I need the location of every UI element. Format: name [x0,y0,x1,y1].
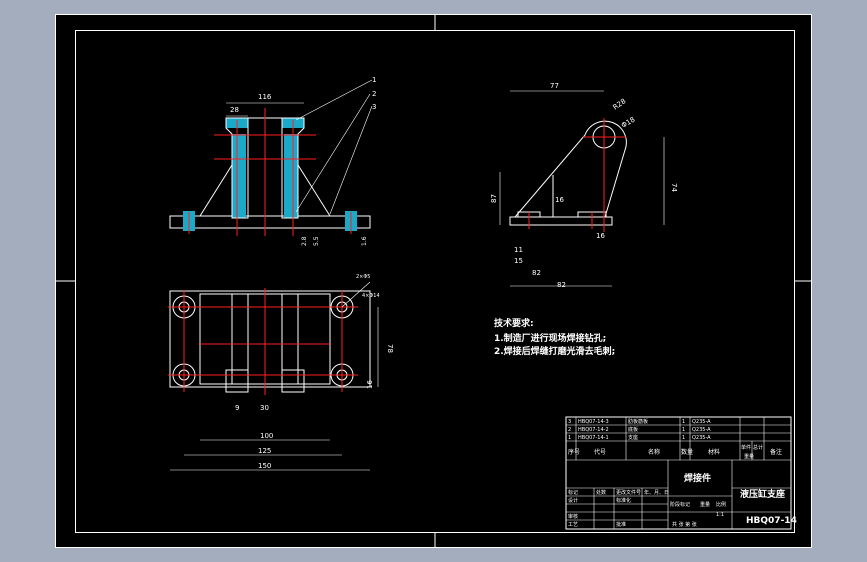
front-dim-gap-a: 2.8 [301,236,308,246]
side-base-plate [509,216,613,226]
header-remark: 备注 [770,448,782,456]
side-dim-top: 77 [550,82,559,90]
part-3-material: Q235-A [692,419,711,425]
part-3-qty: 1 [682,419,685,425]
top-dim-inner: 100 [260,432,273,440]
header-weight: 重量 [744,453,754,460]
part-2-code: HBQ07-14-2 [578,427,609,433]
header-qty: 数量 [681,448,693,456]
top-web-right [281,293,299,385]
row-ratio: 比例 [716,501,726,508]
part-1-name: 支座 [628,434,638,441]
side-dim-dia: Φ18 [620,116,636,130]
part-1-qty: 1 [682,435,685,441]
row-review: 审核 [568,513,578,520]
header-material: 材料 [708,448,720,456]
top-view: 100 125 150 9 30 78 16 4×Φ14 2×Φ5 [168,274,394,471]
part-2-material: Q235-A [692,427,711,433]
side-dim-foot-b: 15 [514,257,523,265]
row-mark: 标记 [568,489,578,496]
row-change-doc: 更改文件号 [616,489,641,496]
top-slot-left [225,369,249,393]
drawing-name: 液压缸支座 [740,488,785,500]
part-1-code: HBQ07-14-1 [578,435,609,441]
side-dim-right: 74 [670,183,678,192]
row-stage: 阶段标记 [670,501,690,508]
outer-border [55,14,812,548]
side-dim-overall: 82 [557,281,566,289]
title-block-frame [565,416,792,530]
part-3-name: 肋板筋板 [628,418,648,425]
part-1-material: Q235-A [692,435,711,441]
top-dim-slot-mid: 30 [260,404,269,412]
part-title: 焊接件 [684,472,711,484]
front-dim-flange: 28 [230,106,239,114]
drawing-sheet [55,14,812,548]
side-dim-span: 82 [532,269,541,277]
front-dim-gap-b: 5.5 [313,236,320,246]
balloon-3: 3 [372,103,376,111]
top-leader-hole [341,281,371,308]
front-dim-top: 116 [258,93,272,101]
header-unit-wt: 单件 [741,444,751,451]
header-code: 代号 [594,448,606,456]
part-2-qty: 1 [682,427,685,433]
side-dim-foot-c: 16 [596,232,605,240]
leader-3 [329,105,373,215]
header-name: 名称 [648,448,660,456]
part-3-code: HBQ07-14-3 [578,419,609,425]
side-dim-radius: R28 [612,97,628,111]
inner-frame [75,30,795,533]
part-2-name: 底板 [628,426,638,433]
leader-2 [295,93,371,213]
top-dim-holes: 4×Φ14 [362,293,380,299]
row-date: 年、月、日 [644,489,669,496]
side-view: 77 R28 Φ18 74 87 16 11 15 82 82 16 [490,82,678,289]
row-weight: 重量 [700,501,710,508]
top-dim-depth: 78 [386,344,394,353]
row-standard: 标准化 [616,497,631,504]
part-1-no: 1 [568,435,571,441]
top-dim-slot-left: 9 [235,404,239,412]
front-base-plate [169,215,371,229]
row-count: 处数 [596,489,606,496]
title-block: 3 HBQ07-14-3 肋板筋板 1 Q235-A 2 HBQ07-14-2 … [565,416,797,530]
row-design: 设计 [568,497,578,504]
top-dim-pitch: 125 [258,447,271,455]
balloon-1: 1 [372,76,376,84]
row-craft: 工艺 [568,522,578,528]
row-sheets: 共 张 第 张 [672,521,697,528]
top-dim-overall: 150 [258,462,271,470]
front-view: 116 28 2.8 5.5 1.6 1 2 3 [169,76,376,246]
row-approve: 批准 [616,521,626,528]
drawing-number: HBQ07-14 [746,516,797,526]
front-gusset-left [199,164,233,217]
header-total-wt: 总计 [753,444,763,451]
balloon-2: 2 [372,90,376,98]
side-bracket-outline [514,120,627,218]
technical-notes: 技术要求: 1.制造厂进行现场焊接钻孔; 2.焊接后焊缝打磨光滑去毛刺; [494,317,615,357]
front-dim-base: 1.6 [361,236,368,246]
front-web-right [284,134,298,218]
leader-1 [295,79,373,121]
tech-note-1: 1.制造厂进行现场焊接钻孔; [494,332,606,344]
side-dim-gusset: 16 [555,196,564,204]
side-dim-left: 87 [490,194,498,203]
top-web-left [231,293,249,385]
tech-note-2: 2.焊接后焊缝打磨光滑去毛刺; [494,345,615,357]
part-3-no: 3 [568,419,571,425]
front-web-left [232,134,246,218]
row-ratio-val: 1:1 [716,512,724,518]
top-base-outline [169,290,371,388]
part-2-no: 2 [568,427,571,433]
top-dim-small: 2×Φ5 [356,274,371,280]
top-slot-right [281,369,305,393]
top-dim-right: 16 [366,380,374,389]
side-dim-foot-a: 11 [514,246,523,254]
tech-notes-title: 技术要求: [494,317,534,329]
header-seq: 序号 [568,448,580,456]
front-gusset-right [297,164,331,217]
